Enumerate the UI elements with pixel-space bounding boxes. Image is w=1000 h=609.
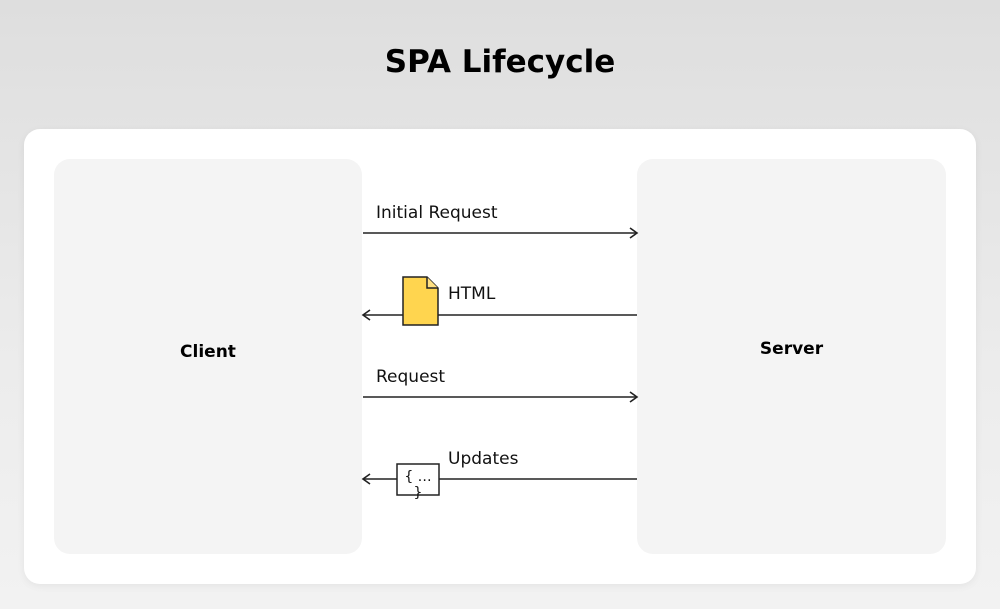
message-label-initial-request: Initial Request — [376, 203, 498, 223]
client-panel: Client — [54, 159, 362, 554]
arrow-request — [363, 391, 639, 403]
json-braces-icon — [396, 463, 440, 496]
json-braces-text: { … } — [404, 469, 432, 501]
server-panel: Server — [637, 159, 946, 554]
message-label-html: HTML — [448, 284, 496, 304]
document-icon — [402, 276, 439, 326]
arrow-initial-request — [363, 227, 639, 239]
message-label-request: Request — [376, 367, 446, 387]
client-label: Client — [180, 341, 236, 362]
server-label: Server — [759, 338, 824, 359]
diagram-title: SPA Lifecycle — [384, 44, 616, 80]
message-label-updates: Updates — [448, 449, 519, 469]
